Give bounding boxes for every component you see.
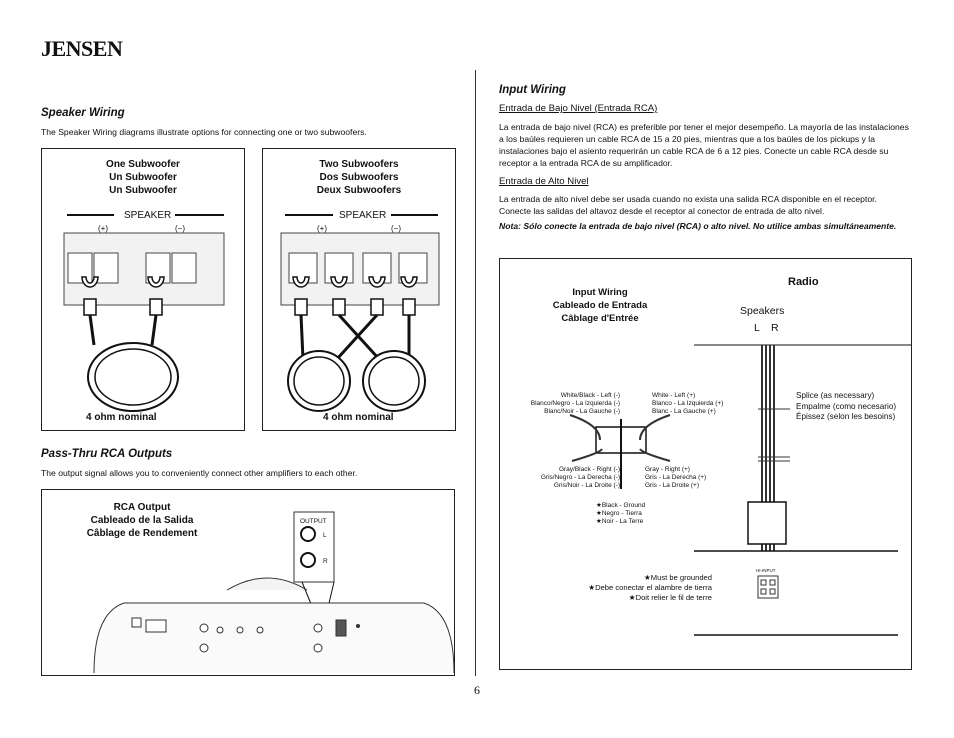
- splice-label-2: Empalme (como necesario): [796, 401, 897, 411]
- rca-caption-2: Cableado de la Salida: [90, 515, 194, 526]
- speakers-right-label: R: [771, 322, 779, 334]
- input-caption-3: Câblage d'Entrée: [561, 313, 639, 324]
- gray-label-2: Gris - La Derecha (+): [645, 474, 707, 481]
- brand-logo: JENSEN: [41, 36, 123, 61]
- input-wiring-title: Input Wiring: [499, 84, 566, 96]
- rca-left-label: L: [323, 532, 327, 539]
- white-black-label-3: Blanc/Noir - La Gauche (-): [544, 408, 620, 415]
- pass-thru-title: Pass-Thru RCA Outputs: [41, 448, 173, 460]
- white-label-2: Blanco - La Izquierda (+): [652, 400, 724, 407]
- high-level-text: La entrada de alto nivel debe ser usada …: [499, 194, 877, 216]
- one-subwoofer-diagram: One Subwoofer Un Subwoofer Un Subwoofer …: [41, 148, 245, 431]
- one-sub-speaker-label: SPEAKER: [122, 210, 174, 221]
- amplifier-drawing: [93, 511, 454, 674]
- two-sub-caption-2: Dos Subwoofers: [319, 172, 399, 183]
- page-number: 6: [474, 683, 480, 697]
- input-wiring-diagram: Input Wiring Cableado de Entrada Câblage…: [499, 258, 912, 670]
- splice-label-3: Épissez (selon les besoins): [796, 412, 896, 421]
- speaker-wiring-desc: The Speaker Wiring diagrams illustrate o…: [41, 127, 367, 137]
- low-level-title: Entrada de Bajo Nivel (Entrada RCA): [499, 103, 658, 114]
- pass-thru-desc: The output signal allows you to convenie…: [41, 468, 358, 478]
- radio-label: Radio: [788, 276, 819, 288]
- black-ground-label-1: ★Black - Ground: [596, 502, 646, 509]
- one-sub-caption-2: Un Subwoofer: [109, 172, 177, 183]
- low-level-text: La entrada de bajo nivel (RCA) es prefer…: [499, 122, 909, 168]
- two-sub-speaker-label: SPEAKER: [337, 210, 389, 221]
- rca-right-label: R: [323, 558, 328, 565]
- input-note: Nota: Sólo conecte la entrada de bajo ni…: [499, 221, 897, 231]
- input-caption-2: Cableado de Entrada: [552, 300, 648, 311]
- two-subwoofer-diagram: Two Subwoofers Dos Subwoofers Deux Subwo…: [262, 148, 456, 431]
- ground-note-3: ★Doit relier le fil de terre: [628, 593, 712, 602]
- gray-label-3: Gris - La Droite (+): [645, 482, 699, 489]
- white-black-label-2: Blanco/Negro - La Izquierda (-): [530, 400, 620, 407]
- speakers-left-label: L: [754, 322, 760, 334]
- gray-black-label-3: Gris/Noir - La Droite (-): [553, 482, 620, 489]
- rca-output-label: OUTPUT: [300, 518, 327, 525]
- one-subwoofer-wiring-drawing: [63, 214, 225, 412]
- splice-label-1: Splice (as necessary): [796, 391, 875, 400]
- rca-output-diagram: RCA Output Cableado de la Salida Câblage…: [41, 489, 455, 676]
- black-ground-label-3: ★Noir - La Terre: [596, 518, 644, 525]
- speaker-wiring-title: Speaker Wiring: [41, 107, 125, 119]
- white-label-1: White - Left (+): [652, 392, 696, 399]
- hi-input-label: HI-INPUT: [756, 568, 776, 573]
- gray-black-label-2: Gris/Negro - La Derecha (-): [540, 474, 620, 481]
- speakers-label: Speakers: [740, 305, 785, 317]
- high-level-title: Entrada de Alto Nivel: [499, 176, 589, 187]
- gray-label-1: Gray - Right (+): [645, 466, 690, 473]
- ground-note-1: ★Must be grounded: [643, 573, 712, 582]
- one-sub-ohm-label: 4 ohm nominal: [86, 412, 157, 423]
- white-label-3: Blanc - La Gauche (+): [652, 408, 716, 415]
- two-sub-plus-label: (+): [317, 224, 327, 233]
- white-black-label-1: White/Black - Left (-): [560, 392, 620, 399]
- column-divider: [475, 70, 476, 676]
- rca-caption-1: RCA Output: [113, 502, 171, 513]
- two-sub-caption-3: Deux Subwoofers: [316, 185, 402, 196]
- input-wiring-drawing: [569, 344, 911, 636]
- two-sub-caption-1: Two Subwoofers: [319, 159, 399, 170]
- rca-caption-3: Câblage de Rendement: [86, 528, 198, 539]
- ground-note-2: ★Debe conectar el alambre de tierra: [588, 583, 712, 592]
- black-ground-label-2: ★Negro - Tierra: [596, 510, 642, 517]
- one-sub-caption-3: Un Subwoofer: [109, 185, 177, 196]
- two-sub-minus-label: (−): [391, 224, 401, 233]
- input-caption-1: Input Wiring: [572, 287, 628, 298]
- two-subwoofer-wiring-drawing: [280, 214, 440, 412]
- two-sub-ohm-label: 4 ohm nominal: [323, 412, 394, 423]
- one-sub-minus-label: (−): [175, 224, 185, 233]
- one-sub-plus-label: (+): [98, 224, 108, 233]
- one-sub-caption-1: One Subwoofer: [106, 159, 180, 170]
- gray-black-label-1: Gray/Black - Right (-): [558, 466, 620, 473]
